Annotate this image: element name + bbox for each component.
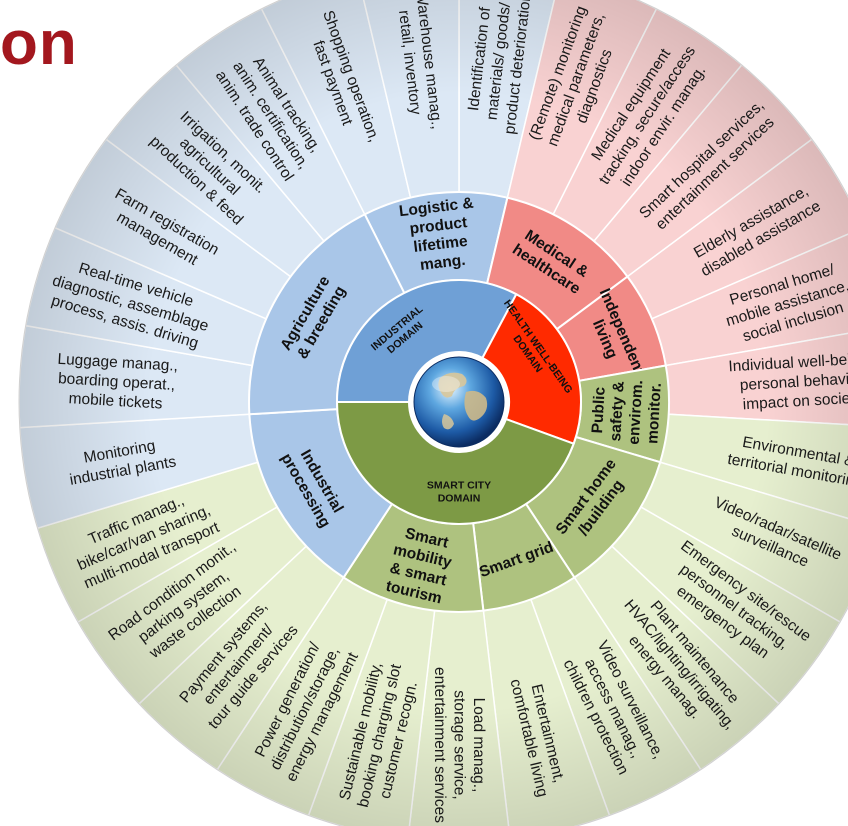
domain-smart-city-domain-sector bbox=[335, 401, 575, 525]
subdomain-public-safety-envirom-monitor-line: envirom. bbox=[626, 380, 647, 445]
subdomain-logistic-product-lifetime-mang-line: mang. bbox=[419, 252, 466, 274]
subdomain-public-safety-envirom-monitor-line: safety & bbox=[607, 381, 627, 442]
globe-icon bbox=[413, 356, 505, 448]
subdomain-public-safety-envirom-monitor-line: monitor. bbox=[644, 382, 665, 444]
domain-smart-city-domain-line: DOMAIN bbox=[438, 492, 481, 504]
subdomain-public-safety-envirom-monitor-line: Public bbox=[589, 386, 609, 434]
subdomain-logistic-product-lifetime-mang-line: product bbox=[409, 214, 468, 238]
subdomain-logistic-product-lifetime-mang-line: lifetime bbox=[413, 233, 469, 256]
page-title: on bbox=[0, 9, 78, 78]
domain-industrial-domain-sector bbox=[335, 279, 518, 403]
domain-health-well-being-domain-sector bbox=[481, 292, 582, 446]
domain-smart-city-domain-line: SMART CITY bbox=[427, 480, 491, 492]
